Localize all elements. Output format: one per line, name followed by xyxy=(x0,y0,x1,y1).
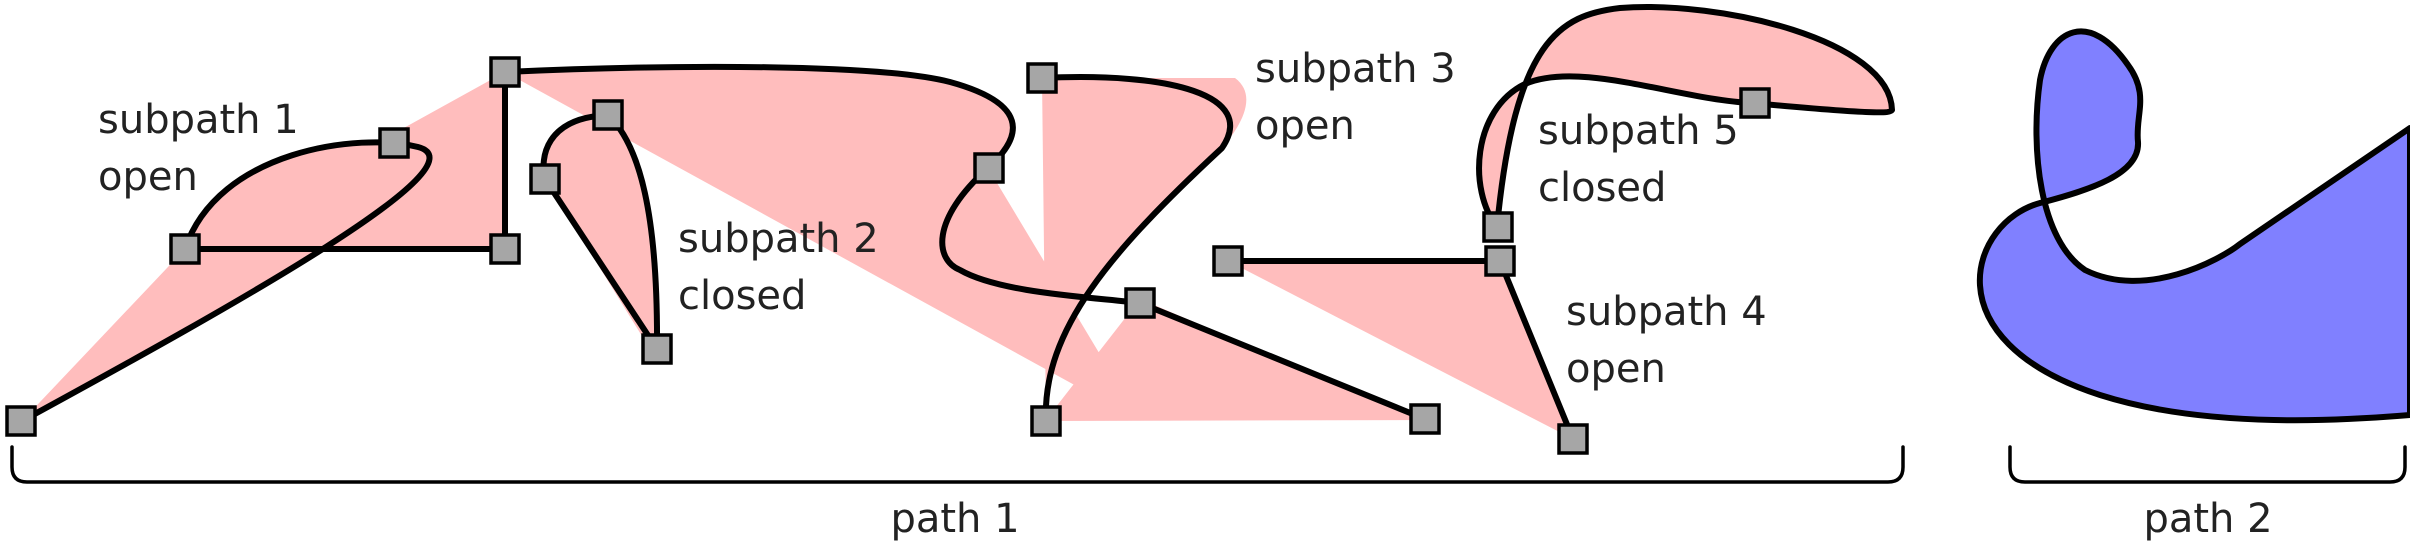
square-handle-icon xyxy=(1484,245,1516,277)
square-handle-icon xyxy=(1212,245,1244,277)
control-point-handles xyxy=(5,56,1771,455)
subpath5-status: closed xyxy=(1538,165,1666,211)
square-handle-icon xyxy=(592,99,624,131)
subpath1-status: open xyxy=(98,154,198,200)
subpath4-status: open xyxy=(1566,346,1666,392)
subpath5-curve xyxy=(1476,4,1895,230)
subpath5-label: subpath 5 xyxy=(1538,108,1739,154)
square-handle-icon xyxy=(489,56,521,88)
path1-label: path 1 xyxy=(890,496,1019,542)
subpath2-label: subpath 2 xyxy=(678,216,879,262)
subpath1-label: subpath 1 xyxy=(98,97,299,143)
subpath3-status: open xyxy=(1255,103,1355,149)
square-handle-icon xyxy=(1030,405,1062,437)
square-handle-icon xyxy=(1557,423,1589,455)
square-handle-icon xyxy=(169,233,201,265)
path1-fill-region xyxy=(22,6,1892,440)
path1-brace xyxy=(10,445,1905,484)
path2-label: path 2 xyxy=(2143,496,2272,542)
square-handle-icon xyxy=(378,127,410,159)
subpath1-curve xyxy=(19,69,508,424)
subpath4-label: subpath 4 xyxy=(1566,289,1767,335)
square-handle-icon xyxy=(973,152,1005,184)
subpath3-label: subpath 3 xyxy=(1255,46,1456,92)
path2-brace xyxy=(2008,445,2407,484)
square-handle-icon xyxy=(1409,403,1441,435)
square-handle-icon xyxy=(529,163,561,195)
square-handle-icon xyxy=(641,333,673,365)
square-handle-icon xyxy=(1739,87,1771,119)
square-handle-icon xyxy=(1124,287,1156,319)
square-handle-icon xyxy=(489,233,521,265)
square-handle-icon xyxy=(5,405,37,437)
square-handle-icon xyxy=(1026,62,1058,94)
subpath2-status: closed xyxy=(678,273,806,319)
square-handle-icon xyxy=(1482,211,1514,243)
path2-fill-region xyxy=(1977,28,2410,424)
subpath3b-curve xyxy=(1039,74,1233,424)
